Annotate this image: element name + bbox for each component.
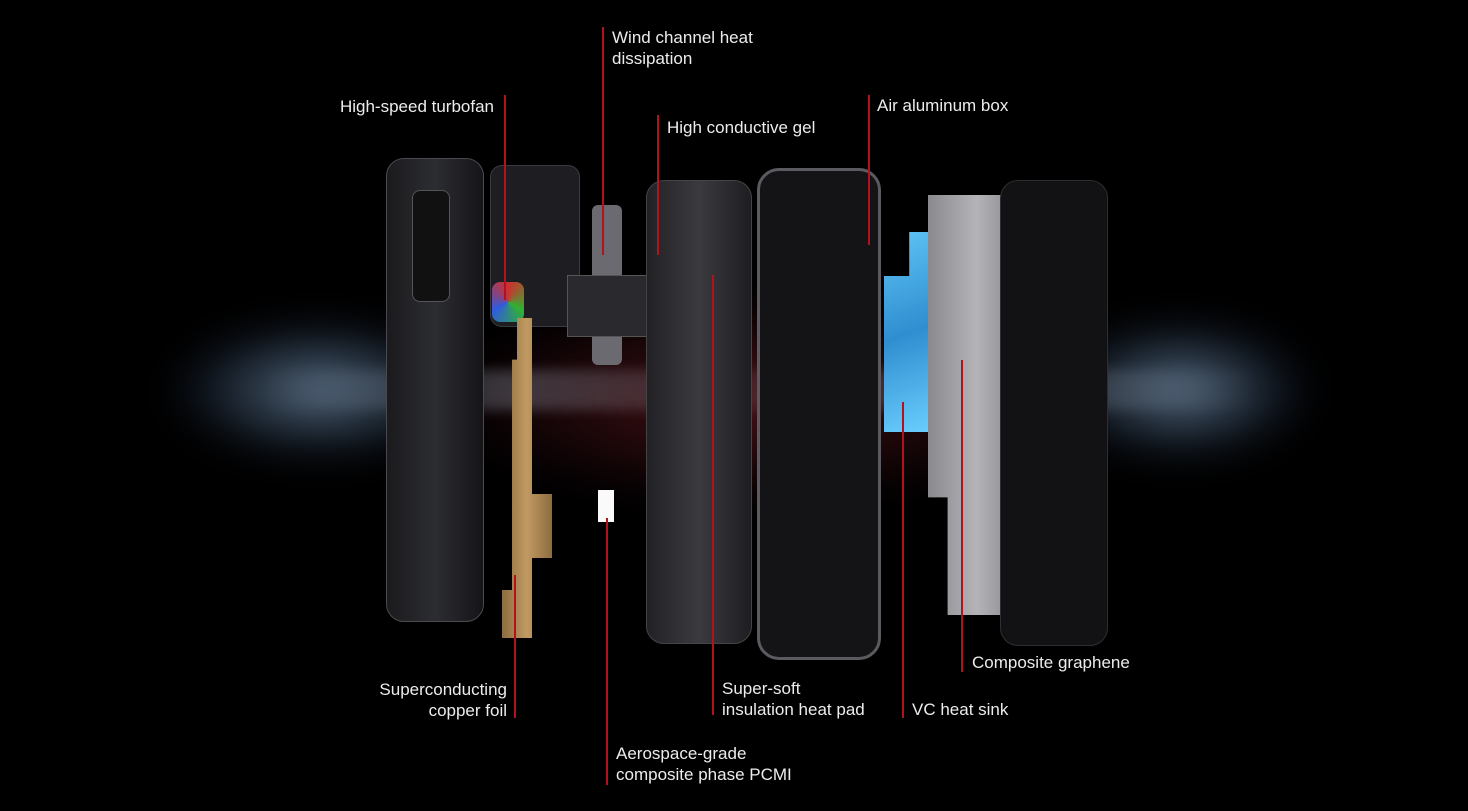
label-line: Wind channel heat bbox=[612, 28, 753, 47]
label-line: composite phase PCMI bbox=[616, 765, 792, 784]
label-line: dissipation bbox=[612, 49, 693, 68]
callout-line-aluminum bbox=[868, 95, 870, 245]
label-wind-channel: Wind channel heat dissipation bbox=[612, 27, 753, 69]
callout-line-heatpad bbox=[712, 275, 714, 715]
label-vc-heat-sink: VC heat sink bbox=[912, 700, 1009, 719]
label-line: Super-soft bbox=[722, 679, 801, 698]
aluminum-middle-frame bbox=[757, 168, 881, 660]
label-copper-foil: Superconducting copper foil bbox=[379, 679, 507, 721]
label-graphene: Composite graphene bbox=[972, 653, 1130, 672]
label-line: Aerospace-grade bbox=[616, 744, 747, 763]
label-turbofan: High-speed turbofan bbox=[339, 97, 494, 116]
phone-screen-back bbox=[1000, 180, 1108, 646]
turbofan bbox=[492, 282, 524, 322]
camera-module bbox=[412, 190, 450, 302]
label-heat-pad: Super-soft insulation heat pad bbox=[722, 678, 865, 720]
label-conductive-gel: High conductive gel bbox=[667, 118, 816, 137]
callout-line-pcmi bbox=[606, 518, 608, 785]
mainboard-module bbox=[646, 180, 752, 644]
callout-line-copper bbox=[514, 575, 516, 718]
wind-channel-frame bbox=[567, 275, 649, 337]
label-aluminum-box: Air aluminum box bbox=[877, 96, 1009, 115]
pcmi-pad bbox=[598, 490, 614, 522]
label-line: copper foil bbox=[428, 701, 507, 720]
label-line: Superconducting bbox=[379, 680, 507, 699]
label-line: insulation heat pad bbox=[722, 700, 865, 719]
callout-line-turbofan bbox=[504, 95, 506, 300]
callout-line-graphene bbox=[961, 360, 963, 672]
callout-line-wind bbox=[602, 27, 604, 255]
callout-line-vc bbox=[902, 402, 904, 718]
callout-line-gel bbox=[657, 115, 659, 255]
label-pcmi: Aerospace-grade composite phase PCMI bbox=[616, 743, 792, 785]
